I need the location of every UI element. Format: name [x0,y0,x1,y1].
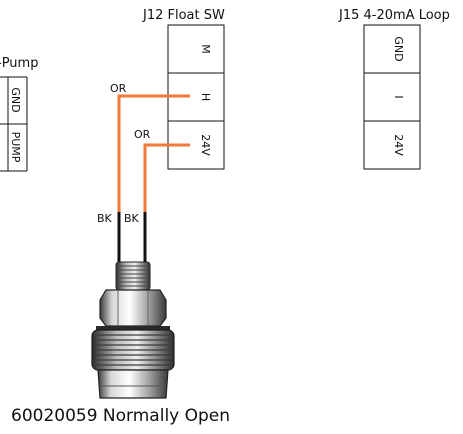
sensor-hex-nut [99,289,167,327]
pump-pin-pump: PUMP [9,132,22,163]
float-switch-sensor [91,261,175,399]
sensor-collar [96,326,170,330]
wires: OR OR BK BK [97,82,190,262]
j15-connector: J15 4-20mA Loop GND I 24V [338,8,450,170]
wire-left-orange [117,94,190,212]
pump-pin-gnd: GND [9,87,22,112]
wire-left-lower-label: BK [97,212,113,225]
wire-right-orange [143,143,190,212]
wire-left-upper-label: OR [110,82,127,95]
pump-connector: -Pump GND PUMP [0,56,38,172]
wire-right-upper-label: OR [134,128,151,141]
sensor-float-housing [97,369,169,399]
j12-connector-header: J12 Float SW [142,8,225,23]
j15-pin-24v: 24V [392,134,405,156]
j12-pin-24v: 24V [199,134,212,156]
j12-pin-h: H [199,93,212,101]
sensor-body-threads [93,334,173,366]
j12-connector: J12 Float SW M H 24V [142,8,225,170]
j15-pin-gnd: GND [392,36,405,61]
j15-connector-header: J15 4-20mA Loop [338,8,450,23]
sensor-caption: 60020059 Normally Open [11,406,230,426]
wire-right-lower-label: BK [124,212,140,225]
sensor-stem-threads [116,265,150,287]
pump-connector-header: -Pump [0,56,38,71]
j15-pin-i: I [392,95,405,98]
j15-body [363,24,421,170]
j12-pin-m: M [199,44,212,54]
